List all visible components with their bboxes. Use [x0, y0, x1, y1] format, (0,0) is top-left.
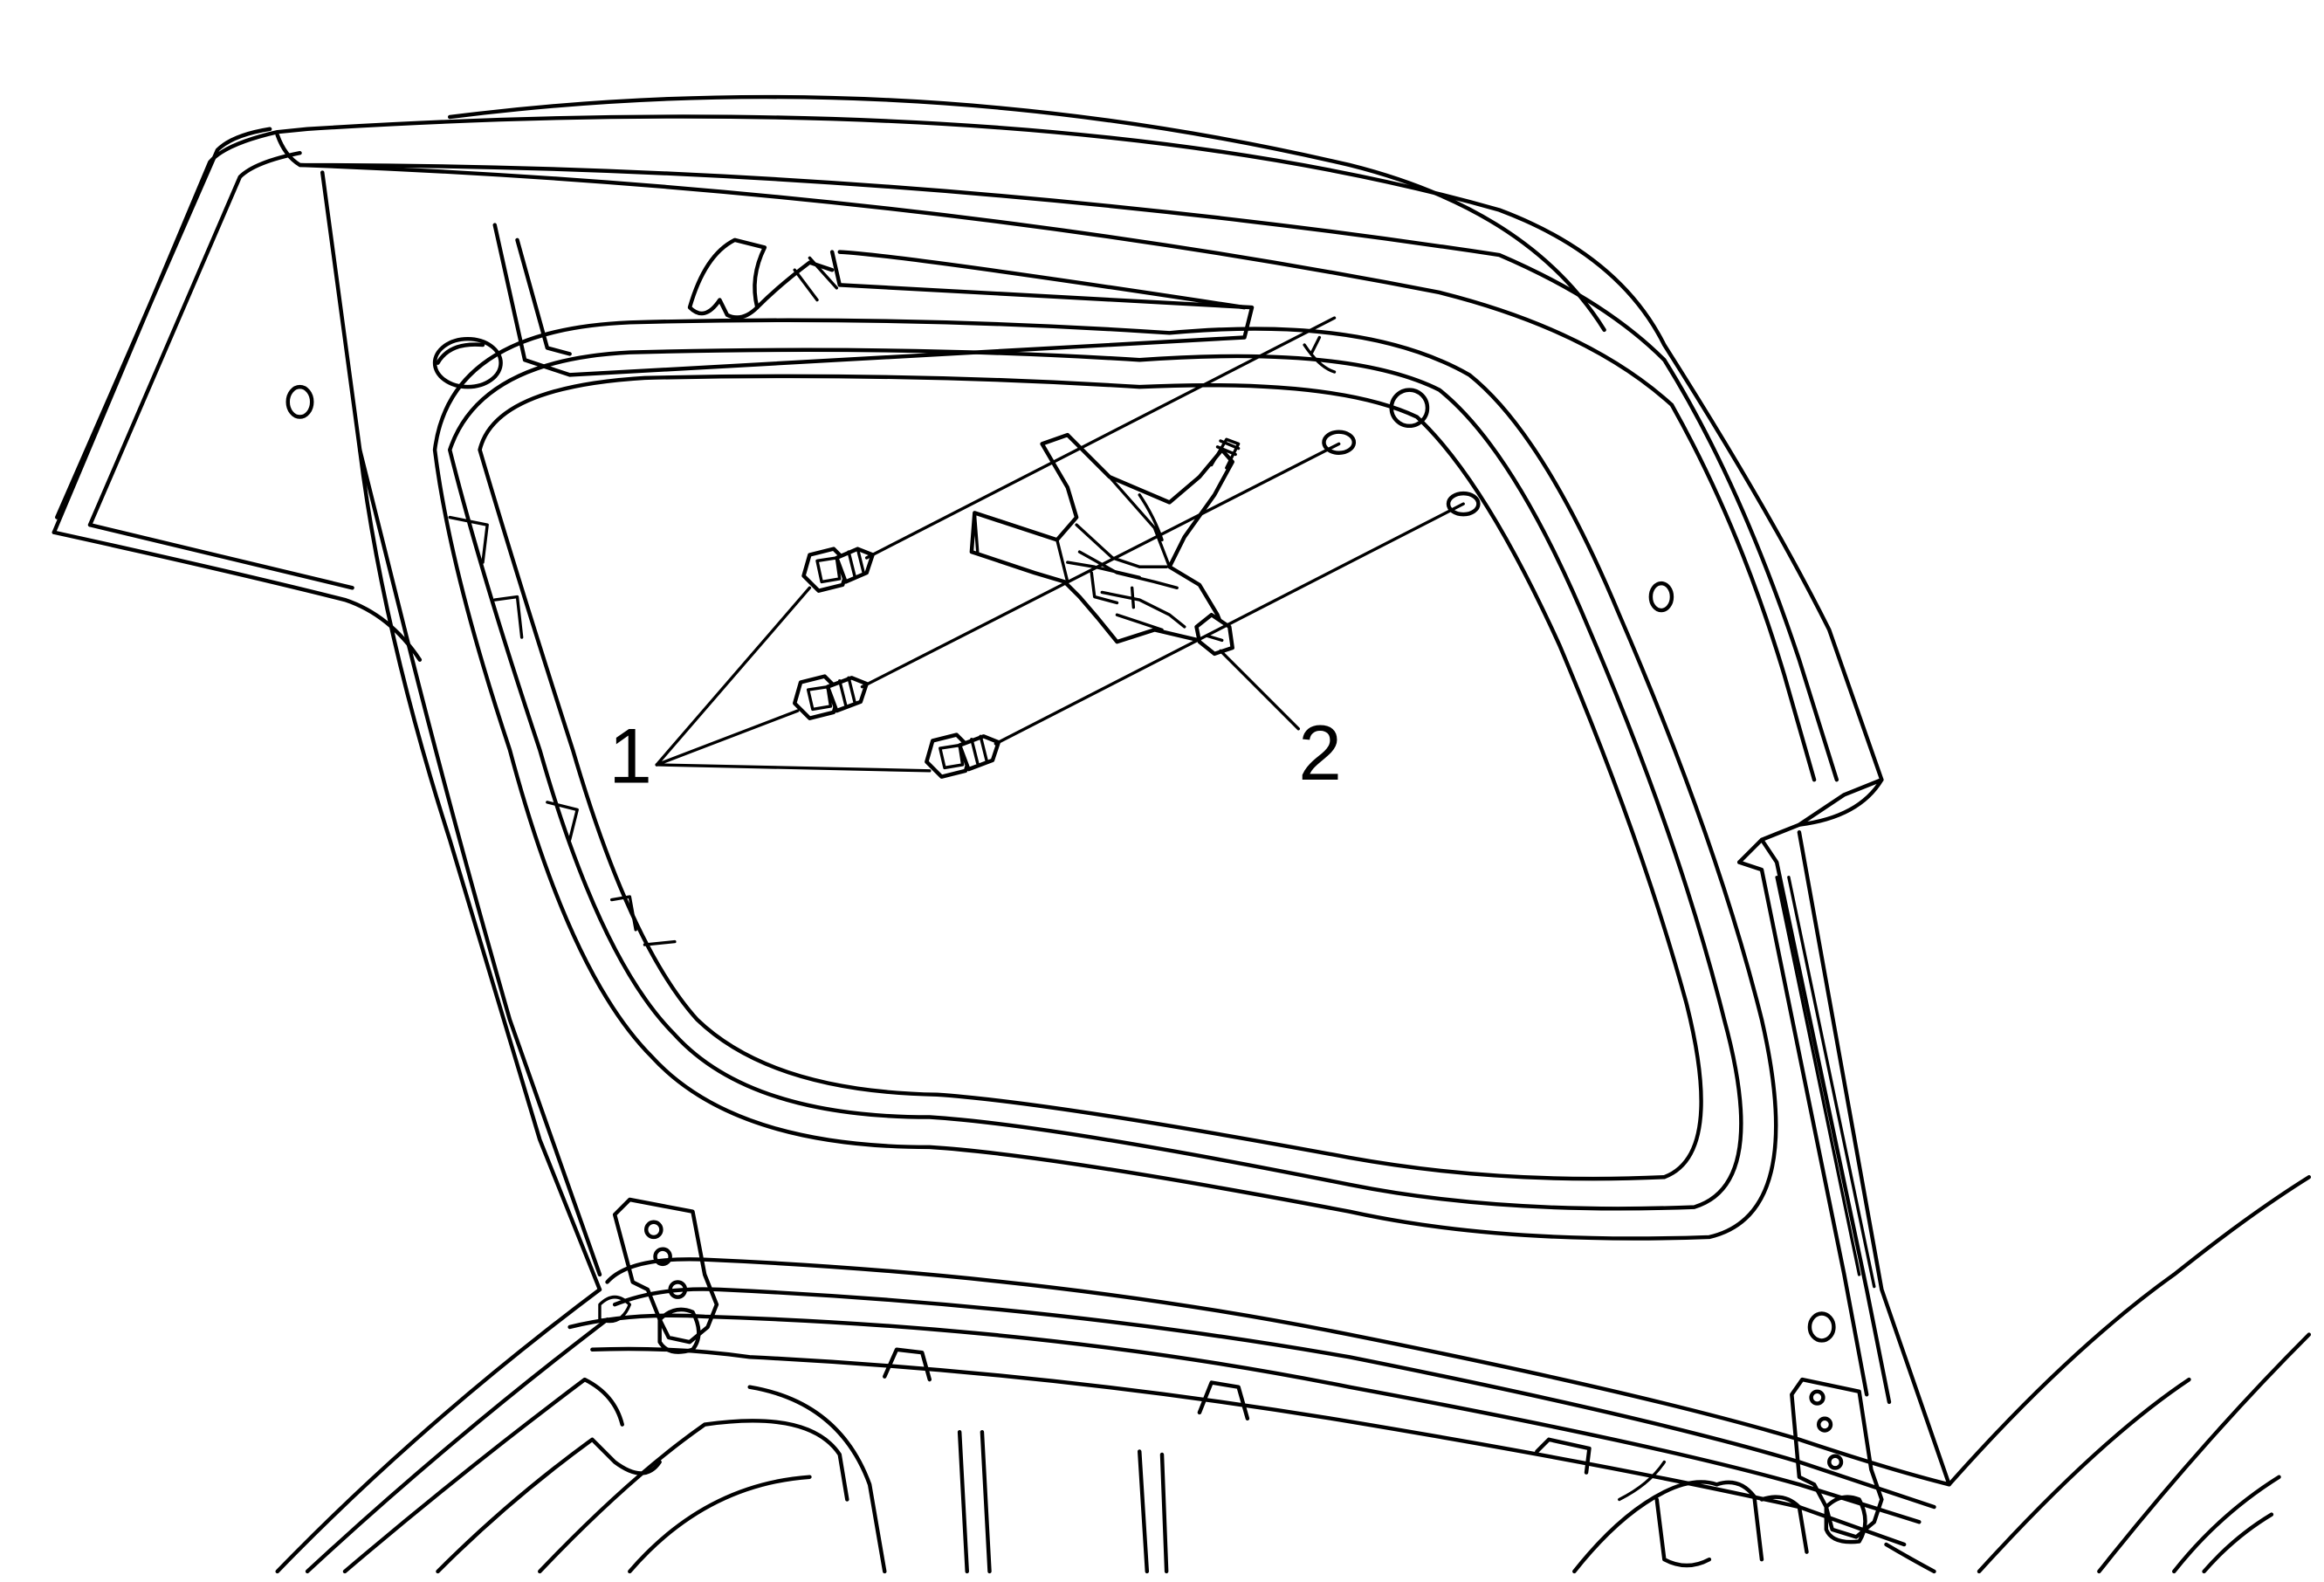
- bolt-middle: [792, 674, 869, 720]
- hole-right-mid: [1648, 581, 1674, 613]
- callout-label-1: 1: [609, 712, 652, 800]
- hole-right-upper: [1389, 388, 1430, 429]
- header-details: [285, 223, 1836, 1343]
- callout-2-leader: [1219, 649, 1301, 731]
- mount-hole-lower: [1446, 491, 1481, 517]
- hinge-right: [1790, 1377, 1884, 1544]
- glass-opening: [432, 318, 1778, 1241]
- wiper-motor-assembly: [969, 432, 1241, 657]
- lower-trim: [567, 1257, 1951, 1547]
- alignment-lines: [860, 316, 1465, 746]
- vehicle-body-right: [1947, 1175, 2312, 1574]
- hole-right-lower: [1807, 1311, 1836, 1343]
- callout-label-2: 2: [1298, 709, 1342, 796]
- body-opening: [275, 1287, 1936, 1574]
- header-hole-left: [432, 336, 503, 389]
- mount-hole-upper: [1322, 430, 1357, 455]
- liftgate-outer-panel: [52, 94, 1951, 1487]
- hole-left-panel: [285, 384, 314, 419]
- bolt-lower: [925, 733, 1001, 779]
- callout-1-leaders: [655, 586, 932, 773]
- bolt-upper: [801, 547, 875, 593]
